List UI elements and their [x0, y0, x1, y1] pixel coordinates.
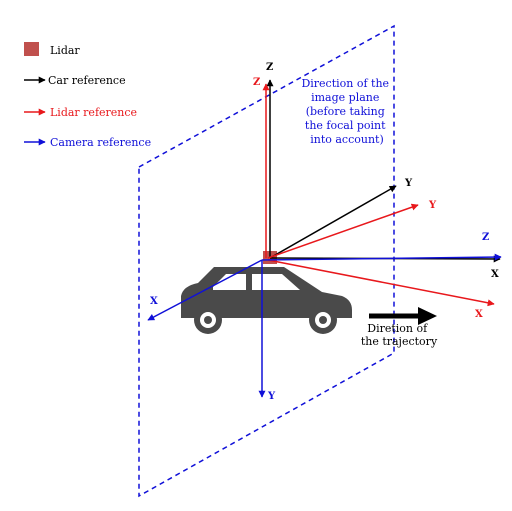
camera-x-axis: [147, 259, 263, 321]
lidar-z-label: Z: [253, 77, 260, 88]
lidar-y-label: Y: [428, 200, 437, 211]
image-plane: [138, 24, 395, 498]
lidar-reference-axes: Z Y X: [253, 77, 495, 320]
trajectory-note-line: the trajectory: [361, 335, 438, 348]
camera-reference-axes: Z X Y: [147, 232, 502, 402]
legend: Lidar Car reference Lidar reference Came…: [24, 42, 151, 149]
lidar-y-axis: [267, 203, 419, 259]
legend-lidar-label: Lidar: [50, 44, 80, 57]
camera-y-label: Y: [267, 391, 276, 402]
image-plane-note-line: image plane: [311, 91, 379, 104]
car-x-label: X: [491, 269, 499, 280]
legend-camera-reference-label: Camera reference: [50, 136, 151, 149]
lidar-x-label: X: [475, 309, 483, 320]
car-y-axis: [269, 185, 397, 259]
trajectory-note-line: Diretion of: [367, 322, 428, 335]
legend-lidar-reference-label: Lidar reference: [50, 106, 137, 119]
car-z-label: Z: [266, 62, 273, 73]
car-y-label: Y: [404, 178, 413, 189]
camera-x-label: X: [150, 296, 158, 307]
image-plane-note: Direction of the image plane (before tak…: [301, 77, 392, 146]
car-icon: [181, 267, 352, 334]
trajectory-note: Diretion of the trajectory: [361, 322, 438, 348]
image-plane-note-line: (before taking: [306, 105, 385, 118]
legend-car-reference-label: Car reference: [48, 74, 126, 87]
image-plane-note-line: Direction of the: [301, 77, 389, 90]
car-reference-axes: Z Y X: [266, 62, 501, 280]
lidar-x-axis: [267, 259, 495, 307]
thick-arrow-right-icon: [369, 307, 437, 325]
image-plane-note-line: the focal point: [305, 119, 386, 132]
image-plane-note-line: into account): [310, 133, 384, 146]
camera-z-axis: [261, 253, 502, 261]
lidar-legend-swatch: [24, 42, 39, 56]
camera-z-label: Z: [482, 232, 489, 243]
